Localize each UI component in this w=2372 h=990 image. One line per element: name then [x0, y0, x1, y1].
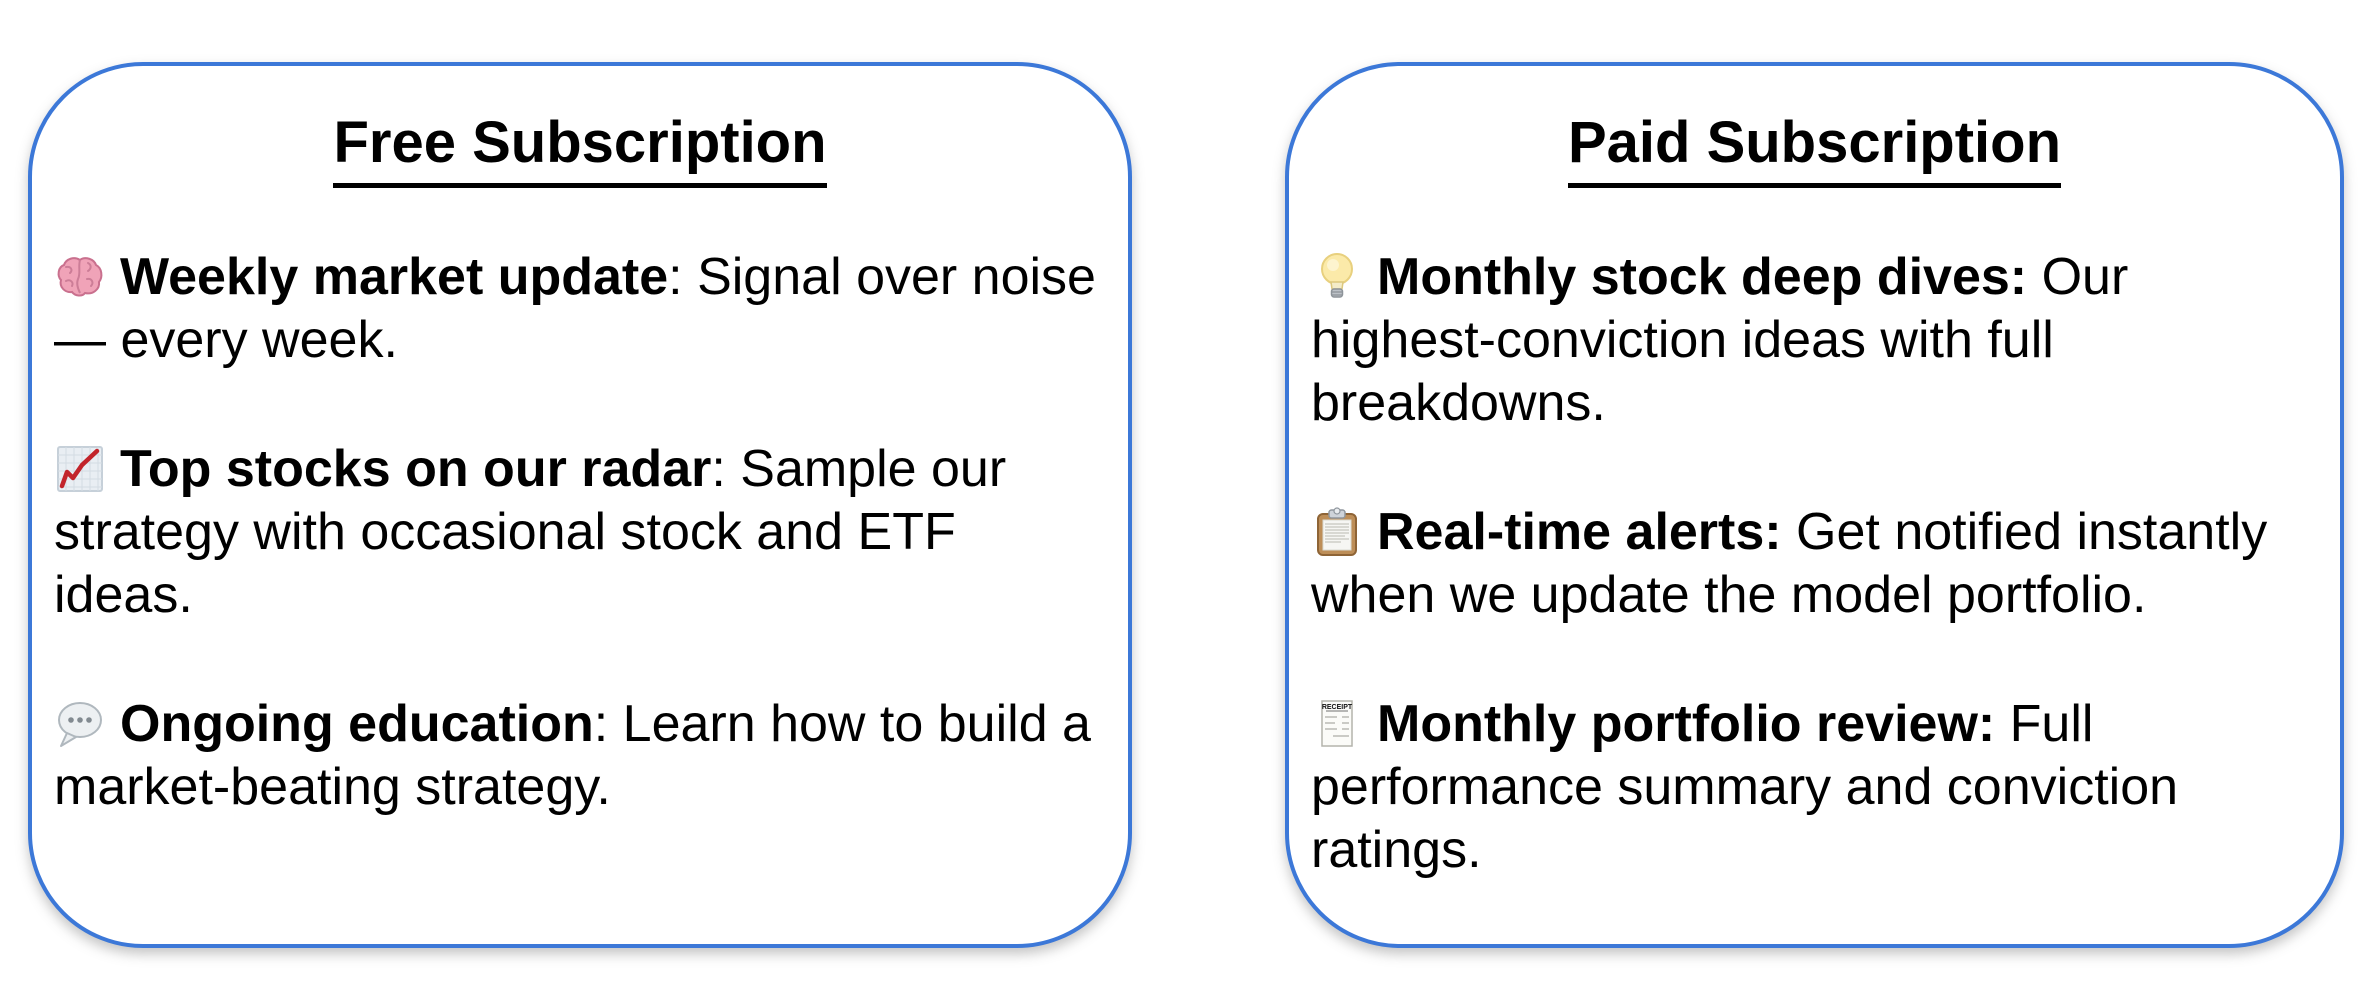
free-card-title: Free Subscription: [52, 110, 1108, 188]
chart-increasing-icon: [54, 443, 106, 495]
speech-balloon-icon: [54, 698, 106, 750]
card-title-text: Paid Subscription: [1567, 110, 2062, 188]
brain-icon: [54, 251, 106, 303]
benefit-text: : Signal over noise — every week.: [54, 247, 1096, 369]
benefit-label: Top stocks on our radar: [120, 439, 712, 498]
benefit-label: Monthly stock deep dives:: [1377, 247, 2028, 306]
free-card-items: Weekly market update: Signal over noise …: [52, 246, 1108, 819]
free-subscription-card: Free Subscription Weekly market update: …: [28, 62, 1132, 948]
benefit-item: Monthly stock deep dives: Our highest-co…: [1311, 246, 2318, 435]
benefit-text: Full performance summary and conviction …: [1311, 694, 2179, 879]
card-title-text: Free Subscription: [333, 110, 827, 188]
receipt-icon: RECEIPT: [1311, 698, 1363, 750]
benefit-item: RECEIPT Monthly portfolio review: Full pe…: [1311, 693, 2318, 882]
benefit-label: Ongoing education: [120, 694, 594, 753]
light-bulb-icon: [1311, 251, 1363, 303]
benefit-label: Real-time alerts:: [1377, 502, 1782, 561]
clipboard-icon: [1311, 506, 1363, 558]
benefit-item: Weekly market update: Signal over noise …: [54, 246, 1106, 372]
benefit-text: : Sample our strategy with occasional st…: [54, 439, 1007, 624]
benefit-label: Monthly portfolio review:: [1377, 694, 1996, 753]
benefit-item: Real-time alerts: Get notified instantly…: [1311, 501, 2318, 627]
benefit-label: Weekly market update: [120, 247, 669, 306]
paid-card-items: Monthly stock deep dives: Our highest-co…: [1309, 246, 2320, 882]
benefit-item: Top stocks on our radar: Sample our stra…: [54, 438, 1106, 627]
benefit-item: Ongoing education: Learn how to build a …: [54, 693, 1106, 819]
paid-card-title: Paid Subscription: [1309, 110, 2320, 188]
benefit-text: : Learn how to build a market-beating st…: [54, 694, 1091, 816]
benefit-text: Our highest-conviction ideas with full b…: [1311, 247, 2129, 432]
paid-subscription-card: Paid Subscription Monthly stock deep div…: [1285, 62, 2344, 948]
benefit-text: Get notified instantly when we update th…: [1311, 502, 2268, 624]
svg-text:RECEIPT: RECEIPT: [1322, 704, 1353, 711]
